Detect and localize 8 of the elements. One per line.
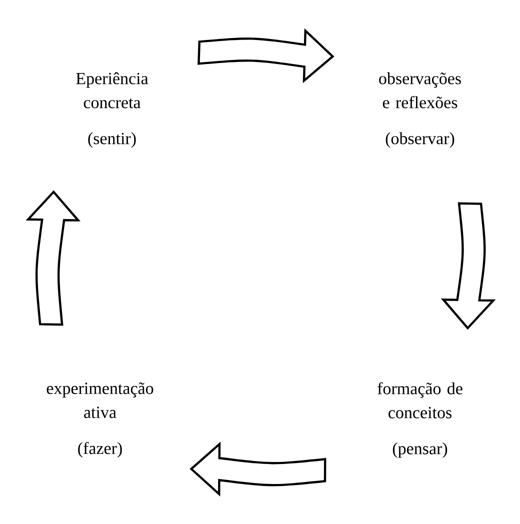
block-arrow [190,443,326,496]
block-arrow [198,30,334,82]
cycle-stage-label: observações e reflexões (observar) [379,72,461,148]
cycle-stage-label: Eperiência concreta (sentir) [76,72,148,148]
block-arrow [27,190,80,326]
cycle-stage-label: experimentação ativa (fazer) [46,382,154,458]
block-arrow [442,202,494,330]
cycle-stage-label: formação de conceitos (pensar) [378,382,462,458]
